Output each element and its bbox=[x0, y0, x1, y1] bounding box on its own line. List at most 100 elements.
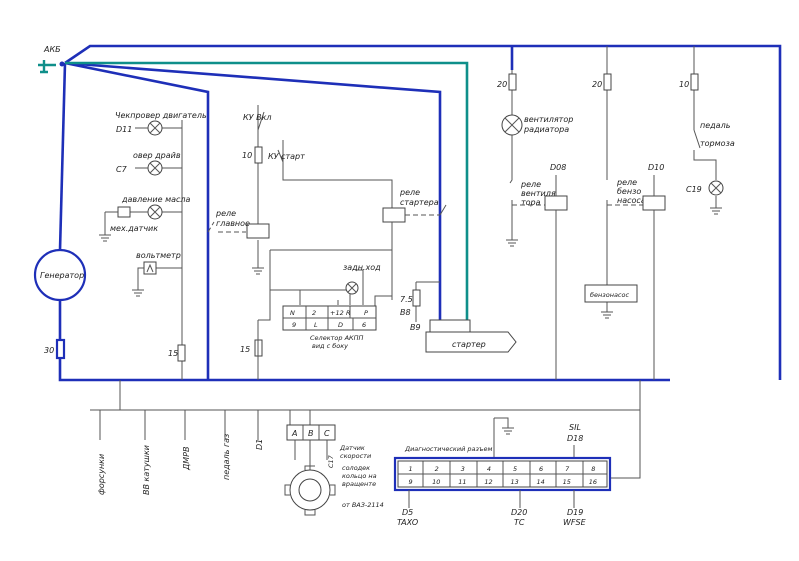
sensor-pin-a: A bbox=[291, 429, 297, 438]
brake-fuse bbox=[690, 73, 699, 91]
pump-relay-label-2: бензо bbox=[617, 187, 641, 196]
starter-relay-coil bbox=[382, 207, 406, 223]
diagnostic-pin-11: 11 bbox=[458, 478, 466, 486]
ecu-line-3: педаль газ bbox=[222, 434, 231, 480]
sensor-connector bbox=[286, 424, 336, 441]
diagnostic-pin-5: 5 bbox=[513, 465, 517, 473]
ignition-fuse bbox=[254, 146, 263, 164]
brake-label-1: педаль bbox=[700, 121, 731, 130]
fan-label-2: радиатора bbox=[523, 125, 569, 134]
fuel-pump-label: бензонасос bbox=[590, 291, 629, 299]
selector-top-0: N bbox=[290, 309, 295, 317]
voltmeter-label: вольтметр bbox=[136, 251, 181, 260]
diagnostic-pin-13: 13 bbox=[510, 478, 518, 486]
pump-fuse bbox=[603, 73, 612, 91]
sensor-source: от ВАЗ-2114 bbox=[342, 501, 384, 509]
diagnostic-pin-7: 7 bbox=[565, 465, 570, 473]
diag-d19: D19 bbox=[567, 508, 583, 517]
main-relay-section: 10 КУ Вкл КУ старт реле главное 15 bbox=[207, 105, 393, 380]
generator: Генератор 30 bbox=[33, 248, 87, 360]
starter-relay-section: реле стартера 7.5 B8 B9 bbox=[382, 188, 447, 332]
diag-d20: D20 bbox=[511, 508, 527, 517]
ecu-line-0: форсунки bbox=[97, 454, 106, 495]
diagnostic-pin-1: 1 bbox=[409, 465, 413, 473]
diag-d5: D5 bbox=[402, 508, 413, 517]
starter-pin-b8: B8 bbox=[400, 308, 411, 317]
fan-relay-label-3: тора bbox=[521, 198, 541, 207]
brake-pin: C19 bbox=[686, 185, 702, 194]
speed-sensor: A B C C17 Датчик скорости солодек кольцо… bbox=[284, 410, 384, 516]
sensor-label-2: скорости bbox=[340, 452, 371, 460]
starter-relay-label-1: реле bbox=[399, 188, 420, 197]
starter-fuse-label: 7.5 bbox=[400, 295, 413, 304]
ignition-start-label: КУ старт bbox=[268, 152, 305, 161]
starter-motor: стартер bbox=[425, 319, 517, 353]
sensor-label-1: Датчик bbox=[339, 444, 365, 452]
selector-top-2: +12 bbox=[330, 309, 344, 317]
brake-circuit: 10 педаль тормоза C19 bbox=[679, 46, 735, 215]
gear-selector: задн.ход N 2 +12 R P 9 L D 6 Селектор АК… bbox=[270, 263, 392, 350]
pump-relay-label-3: насоса bbox=[617, 196, 646, 205]
sensor-pin-c: C bbox=[324, 429, 330, 438]
main-relay-label-1: реле bbox=[215, 209, 236, 218]
diagnostic-pin-10: 10 bbox=[432, 478, 440, 486]
fan-label-1: вентилятор bbox=[524, 115, 573, 124]
fan-circuit: 20 вентилятор радиатора реле вентиля тор… bbox=[497, 70, 573, 380]
pump-pin: D10 bbox=[648, 163, 664, 172]
fan-relay-label-1: реле bbox=[520, 180, 541, 189]
sensor-pin-ref: C17 bbox=[327, 454, 335, 468]
selector-top-1: 2 bbox=[312, 309, 316, 317]
diagnostic-pin-14: 14 bbox=[537, 478, 545, 486]
diag-wfse: WFSE bbox=[563, 518, 587, 527]
diagnostic-pin-6: 6 bbox=[539, 465, 543, 473]
lamps-fuse bbox=[177, 344, 186, 362]
diagnostic-pin-12: 12 bbox=[484, 478, 492, 486]
selector-top-3: R bbox=[346, 309, 351, 317]
fan-fuse bbox=[508, 73, 517, 91]
power-bus bbox=[58, 44, 782, 382]
fan-fuse-label: 20 bbox=[497, 80, 507, 89]
pump-relay-coil bbox=[642, 195, 666, 211]
pump-relay-label-1: реле bbox=[616, 178, 637, 187]
diag-taxo: TAXO bbox=[397, 518, 418, 527]
brake-fuse-label: 10 bbox=[679, 80, 689, 89]
battery-label: АКБ bbox=[43, 45, 61, 54]
fan-relay-label-2: вентиля bbox=[521, 189, 556, 198]
diagnostic-pin-8: 8 bbox=[591, 465, 595, 473]
battery-symbol: АКБ bbox=[38, 45, 65, 74]
selector-bottom-2: D bbox=[338, 321, 343, 329]
diagnostic-pin-3: 3 bbox=[461, 465, 465, 473]
dash-lamps: 15 Чекпровер двигатель D11 овер драйв C7… bbox=[99, 111, 207, 380]
brake-label-2: тормоза bbox=[700, 139, 735, 148]
starter-fuse bbox=[412, 289, 421, 307]
selector-top-4: P bbox=[364, 309, 368, 317]
relay-fuse-label: 15 bbox=[240, 345, 250, 354]
starter-relay-label-2: стартера bbox=[400, 198, 439, 207]
oil-pressure-label: давление масла bbox=[121, 195, 191, 204]
ecu-line-1: ВВ катушки bbox=[142, 445, 151, 495]
diag-sil: SIL bbox=[569, 423, 581, 432]
starter-feed-wire bbox=[65, 61, 469, 322]
diagnostic-pin-15: 15 bbox=[563, 478, 571, 486]
selector-bottom-3: 6 bbox=[362, 321, 366, 329]
pump-fuse-label: 20 bbox=[592, 80, 602, 89]
fan-pin: D08 bbox=[550, 163, 566, 172]
main-relay-label-2: главное bbox=[216, 219, 250, 228]
diagnostic-title: Диагностический разъем bbox=[404, 445, 493, 453]
fuel-pump-box bbox=[584, 284, 638, 303]
selector-title: Селектор АКПП bbox=[310, 334, 364, 342]
ignition-on-label: КУ Вкл bbox=[243, 113, 272, 122]
ignition-fuse-label: 10 bbox=[242, 151, 252, 160]
selector-bottom-1: L bbox=[314, 321, 318, 329]
check-engine-pin: D11 bbox=[116, 125, 132, 134]
selector-subtitle: вид с боку bbox=[312, 342, 348, 350]
diagnostic-pin-9: 9 bbox=[409, 478, 413, 486]
fuel-pump-circuit: 20 реле бензо насоса D10 бензонасос bbox=[584, 46, 666, 380]
diag-d18: D18 bbox=[567, 434, 583, 443]
generator-fuse bbox=[55, 338, 66, 360]
lamps-fuse-label: 15 bbox=[168, 349, 178, 358]
sensor-pin-b: B bbox=[308, 429, 314, 438]
